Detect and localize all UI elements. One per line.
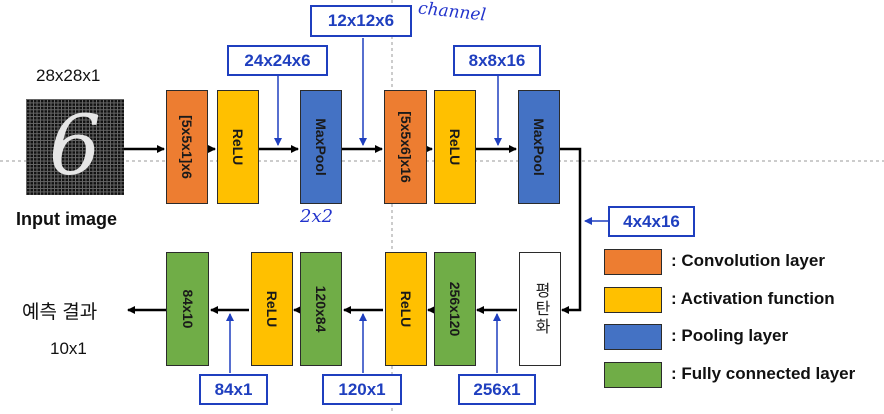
fc1-block: 256x120 <box>434 252 476 366</box>
pool2-label: MaxPool <box>531 118 547 176</box>
output-label: 예측 결과 <box>22 302 98 323</box>
legend-swatch-act <box>604 287 662 313</box>
output-size: 10x1 <box>50 339 87 358</box>
input-size-label: 28x28x1 <box>36 66 101 85</box>
dim-12x12x6: 12x12x6 <box>310 5 412 37</box>
relu3-block: ReLU <box>385 252 427 366</box>
pool-size-annotation: 2x2 <box>300 206 334 227</box>
fc3-label: 84x10 <box>179 289 196 329</box>
input-caption: Input image <box>16 209 118 229</box>
fc1-label: 256x120 <box>447 281 463 337</box>
dim-84x1: 84x1 <box>199 374 268 405</box>
dim-256x1: 256x1 <box>458 374 536 405</box>
relu1-label: ReLU <box>230 128 246 166</box>
legend-label-fc: : Fully connected layer <box>671 364 856 383</box>
relu3-label: ReLU <box>398 290 414 328</box>
relu2-block: ReLU <box>434 90 476 204</box>
pool2-block: MaxPool <box>518 90 560 204</box>
conv2-block: [5x5x6]x16 <box>384 90 427 204</box>
dim-4x4x16: 4x4x16 <box>608 206 695 237</box>
fc3-block: 84x10 <box>166 252 209 366</box>
legend-swatch-pool <box>604 324 662 350</box>
flatten-block: 평탄화 <box>519 252 561 366</box>
relu4-label: ReLU <box>264 290 280 328</box>
dim-8x8x16: 8x8x16 <box>453 45 541 76</box>
relu4-block: ReLU <box>251 252 293 366</box>
legend-swatch-conv <box>604 249 662 275</box>
conv1-block: [5x5x1]x6 <box>166 90 208 204</box>
flatten-label: 평탄화 <box>520 253 560 365</box>
fc2-block: 120x84 <box>300 252 342 366</box>
conv2-label: [5x5x6]x16 <box>397 111 414 183</box>
legend-swatch-fc <box>604 362 662 388</box>
legend-label-conv: : Convolution layer <box>671 251 825 270</box>
flatten-text: 평탄화 <box>532 282 549 336</box>
relu1-block: ReLU <box>217 90 259 204</box>
pool1-block: MaxPool <box>300 90 342 204</box>
legend-label-act: : Activation function <box>671 289 835 308</box>
dim-24x24x6: 24x24x6 <box>227 45 328 76</box>
relu2-label: ReLU <box>447 128 463 166</box>
legend-label-pool: : Pooling layer <box>671 326 789 345</box>
dim-120x1: 120x1 <box>322 374 402 405</box>
fc2-label: 120x84 <box>313 285 329 333</box>
pool1-label: MaxPool <box>313 118 329 176</box>
input-image: 6 <box>26 99 124 195</box>
input-digit: 6 <box>48 99 102 194</box>
conv1-label: [5x5x1]x6 <box>179 115 195 179</box>
